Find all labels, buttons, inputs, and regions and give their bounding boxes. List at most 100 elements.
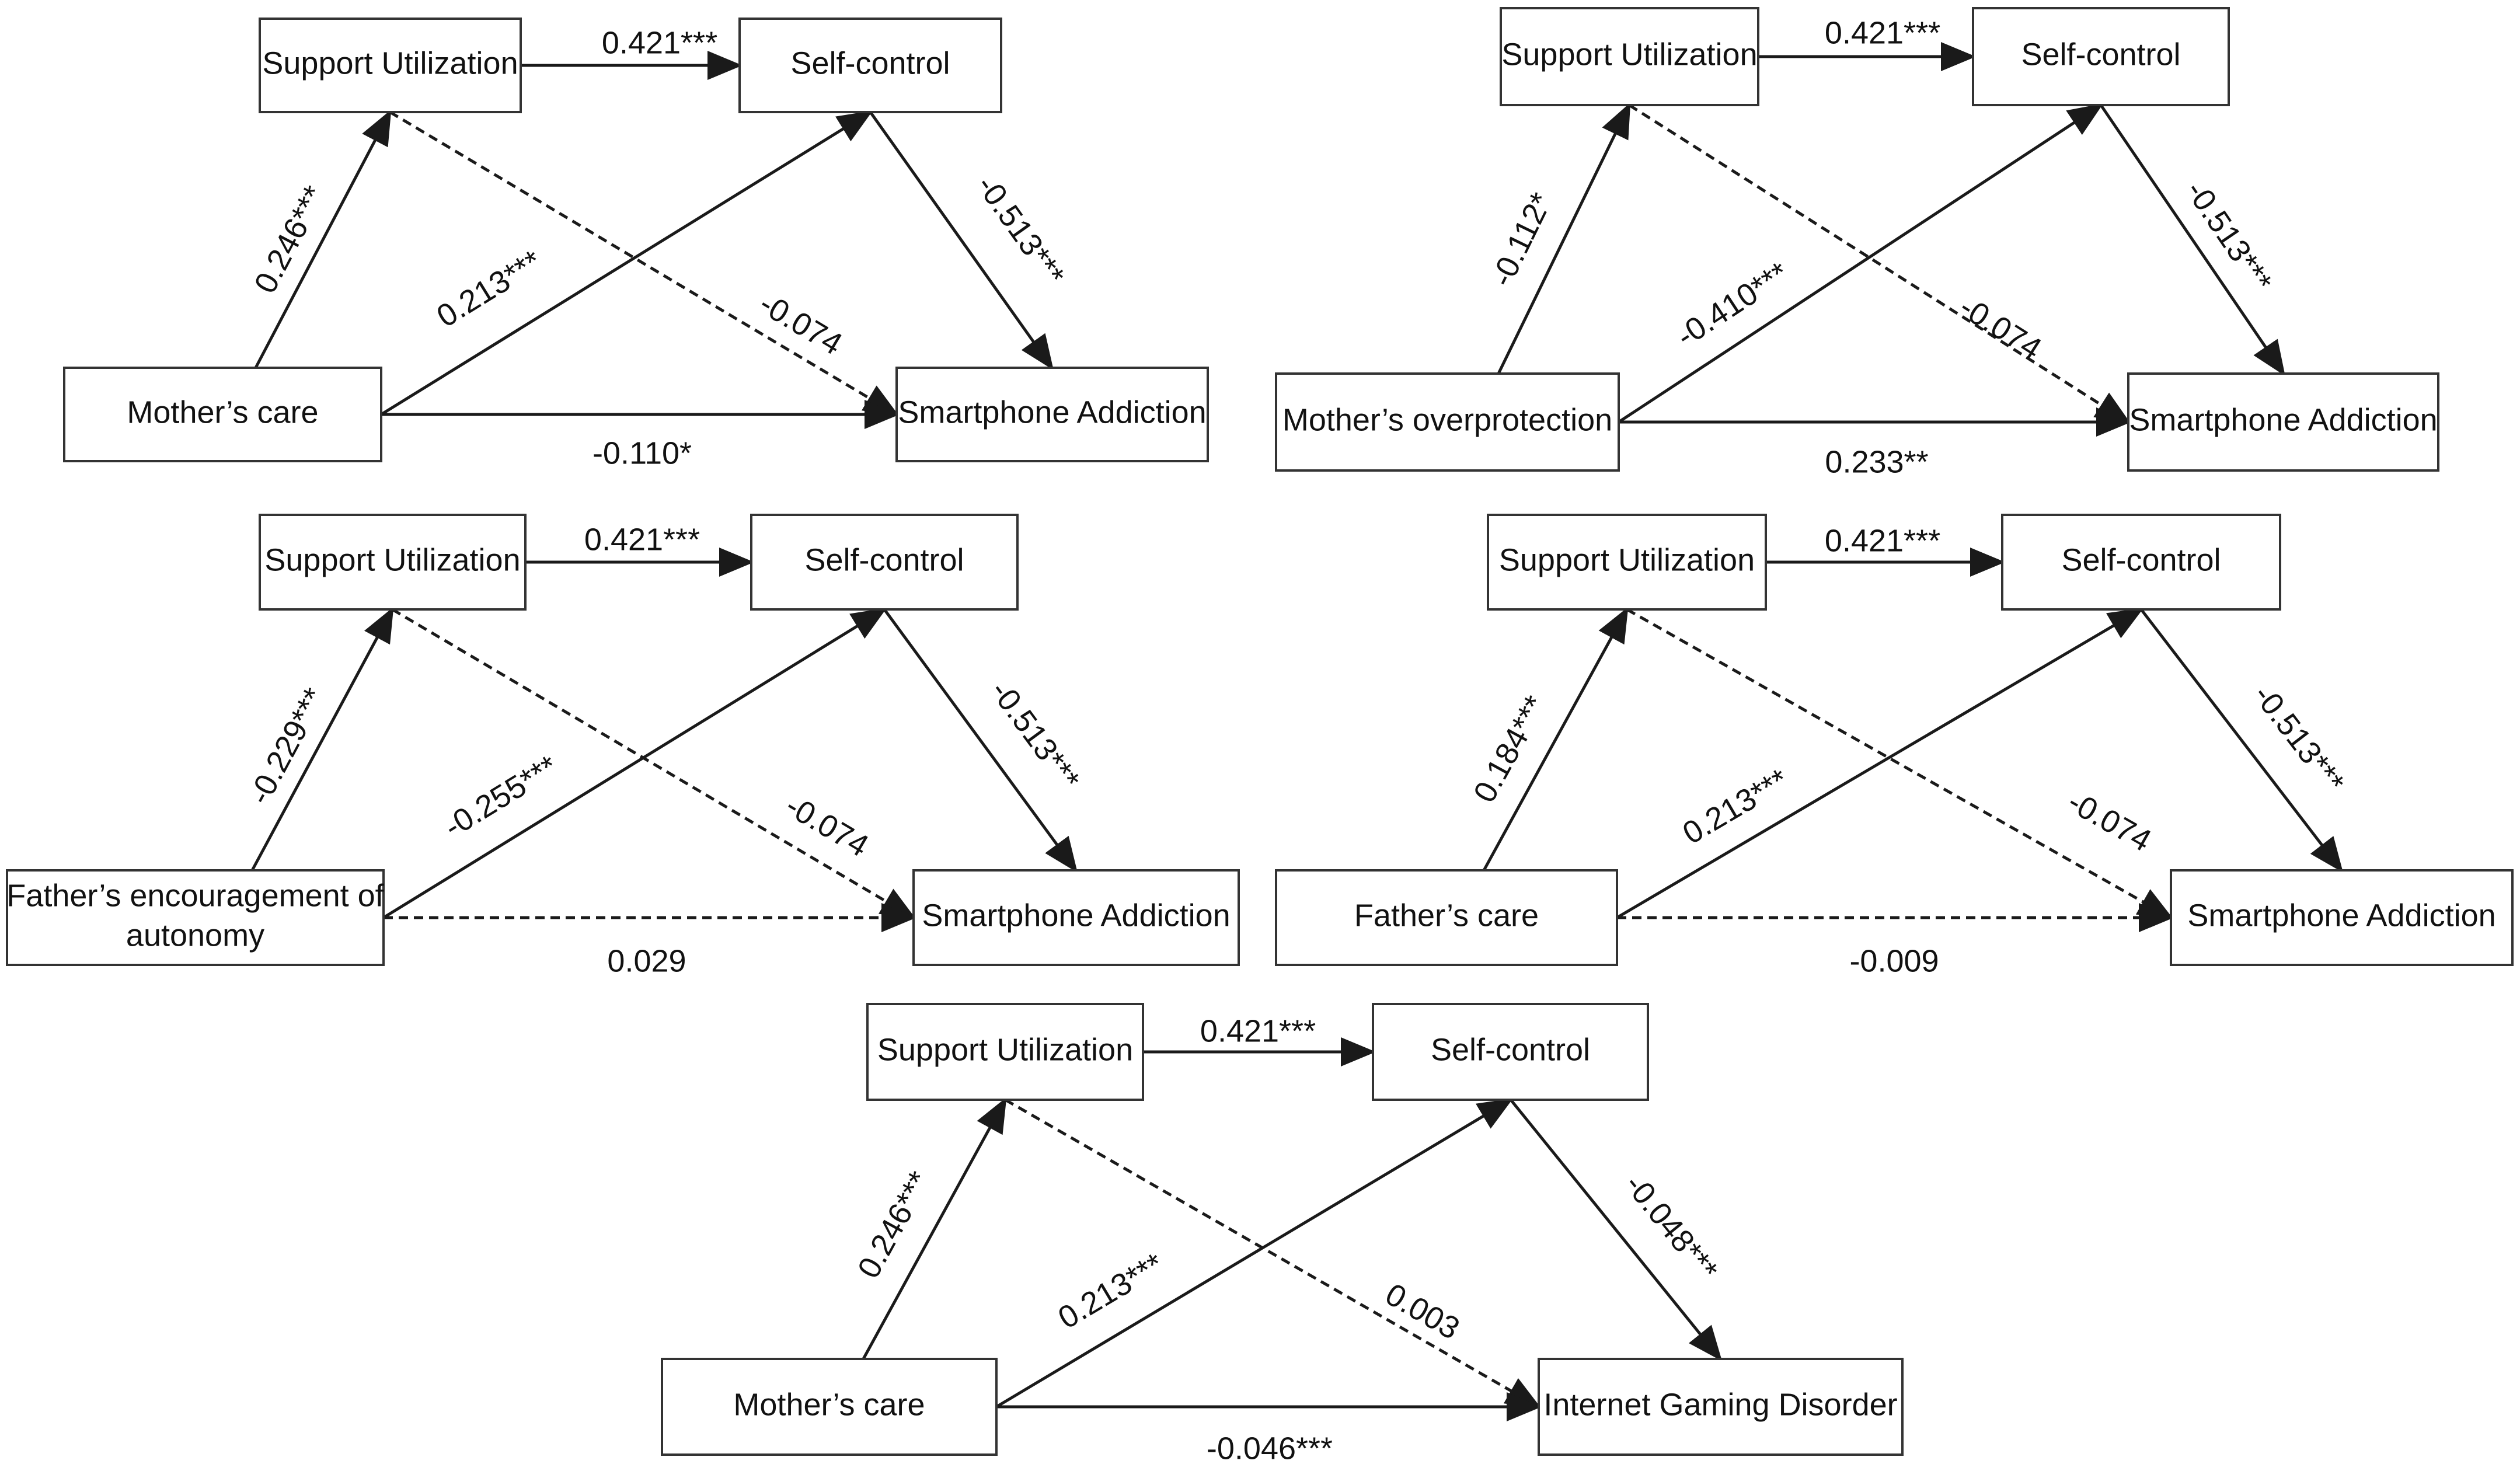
outcome-node: Internet Gaming Disorder bbox=[1538, 1358, 1904, 1456]
self-control-node: Self-control bbox=[738, 18, 1002, 113]
self-control-node-box bbox=[750, 514, 1019, 611]
outcome-node-box bbox=[2170, 869, 2514, 966]
path-arrow-sc-to-out bbox=[1510, 1099, 1723, 1361]
mediation-panel-3: 0.421***-0.229***-0.255***-0.074-0.513**… bbox=[6, 514, 1240, 978]
path-arrow-su-to-out bbox=[389, 110, 900, 416]
path-coefficient-pred-to-out: 0.029 bbox=[607, 943, 686, 978]
mediation-panel-2: 0.421*** -0.112* -0.410*** -0.074 -0.513*** 0… bbox=[1275, 7, 2439, 479]
support-utilization-node: Support Utilization bbox=[1487, 514, 1767, 611]
path-coefficient-pred-to-sc: 0.213*** bbox=[431, 243, 548, 334]
path-arrow-pred-to-su bbox=[250, 606, 394, 872]
path-arrow-su-to-out bbox=[391, 608, 916, 919]
predictor-node-box bbox=[6, 869, 385, 966]
path-arrow-su-to-out bbox=[1626, 608, 2174, 919]
path-coefficient-sc-to-out: -0.513*** bbox=[2246, 678, 2351, 800]
support-utilization-node-box bbox=[1500, 7, 1759, 106]
support-utilization-node-label: Support Utilization bbox=[1501, 37, 1757, 72]
path-coefficient-pred-to-su: 0.184*** bbox=[1467, 690, 1553, 808]
outcome-node-box bbox=[912, 869, 1240, 966]
outcome-node-label: Internet Gaming Disorder bbox=[1543, 1387, 1897, 1422]
path-arrow-pred-to-su bbox=[254, 109, 392, 369]
support-utilization-node: Support Utilization bbox=[259, 514, 527, 611]
support-utilization-node-box bbox=[866, 1003, 1144, 1101]
path-coefficient-su-to-sc: 0.421*** bbox=[602, 25, 717, 60]
path-arrow-sc-to-out bbox=[2140, 608, 2344, 873]
support-utilization-node: Support Utilization bbox=[259, 18, 522, 113]
predictor-node-label: Mother’s overprotection bbox=[1282, 402, 1612, 437]
predictor-node-label: Mother’s care bbox=[127, 395, 318, 430]
outcome-node-label: Smartphone Addiction bbox=[2129, 402, 2437, 437]
support-utilization-node: Support Utilization bbox=[866, 1003, 1144, 1101]
mediation-panel-5: 0.421***0.246***0.213***0.003-0.048***-0… bbox=[661, 1003, 1904, 1466]
self-control-node: Self-control bbox=[1372, 1003, 1649, 1101]
predictor-node: Mother’s care bbox=[661, 1358, 998, 1456]
path-arrow-sc-to-out bbox=[883, 608, 1078, 873]
predictor-node-label: Father’s care bbox=[1354, 898, 1539, 933]
path-arrow-pred-to-su bbox=[862, 1097, 1007, 1360]
predictor-node-box bbox=[661, 1358, 998, 1456]
outcome-node: Smartphone Addiction bbox=[895, 367, 1209, 462]
predictor-node-box bbox=[1275, 869, 1618, 966]
self-control-node-label: Self-control bbox=[804, 542, 964, 577]
path-arrow-pred-to-su bbox=[1482, 606, 1629, 872]
path-coefficient-pred-to-out: -0.046*** bbox=[1207, 1431, 1333, 1466]
self-control-node-box bbox=[1972, 7, 2230, 106]
outcome-node-box bbox=[895, 367, 1209, 462]
self-control-node-label: Self-control bbox=[2061, 542, 2221, 577]
self-control-node: Self-control bbox=[750, 514, 1019, 611]
outcome-node-label: Smartphone Addiction bbox=[898, 395, 1206, 430]
mediation-panel-4: 0.421*** 0.184*** 0.213*** -0.074 -0.513*** -… bbox=[1275, 514, 2514, 978]
predictor-node-label: Father’s encouragement of bbox=[6, 878, 384, 913]
mediation-panel-1: 0.421***0.246***0.213***-0.074-0.513***-… bbox=[63, 18, 1209, 470]
path-coefficient-su-to-out: -0.074 bbox=[2062, 784, 2157, 859]
path-coefficient-su-to-out: -0.074 bbox=[1953, 289, 2047, 367]
predictor-node-label: Mother’s care bbox=[733, 1387, 925, 1422]
path-coefficient-su-to-sc: 0.421*** bbox=[1825, 15, 1940, 50]
path-arrow-su-to-out bbox=[1004, 1098, 1542, 1409]
outcome-node-label: Smartphone Addiction bbox=[922, 898, 1230, 933]
path-coefficient-pred-to-out: -0.009 bbox=[1849, 943, 1939, 978]
path-coefficient-sc-to-out: -0.048*** bbox=[1618, 1167, 1725, 1288]
outcome-node: Smartphone Addiction bbox=[2170, 869, 2514, 966]
outcome-node-box bbox=[1538, 1358, 1904, 1456]
path-coefficient-pred-to-sc: 0.213*** bbox=[1676, 762, 1794, 851]
predictor-node-box bbox=[63, 367, 382, 462]
outcome-node-label: Smartphone Addiction bbox=[2187, 898, 2495, 933]
self-control-node-label: Self-control bbox=[790, 46, 950, 81]
path-coefficient-sc-to-out: -0.513*** bbox=[2179, 175, 2279, 299]
self-control-node: Self-control bbox=[2001, 514, 2281, 611]
path-arrow-pred-to-sc bbox=[995, 1098, 1514, 1409]
path-arrow-pred-to-sc bbox=[382, 608, 887, 919]
path-coefficient-su-to-sc: 0.421*** bbox=[584, 522, 700, 557]
predictor-node: Mother’s care bbox=[63, 367, 382, 462]
predictor-node: Father’s care bbox=[1275, 869, 1618, 966]
path-coefficient-pred-to-out: -0.110* bbox=[592, 435, 692, 470]
path-coefficient-pred-to-su: 0.246*** bbox=[248, 180, 332, 299]
support-utilization-node-box bbox=[1487, 514, 1767, 611]
self-control-node-box bbox=[2001, 514, 2281, 611]
support-utilization-node-label: Support Utilization bbox=[264, 542, 520, 577]
support-utilization-node-box bbox=[259, 514, 527, 611]
path-arrow-pred-to-su bbox=[1497, 102, 1631, 375]
path-arrow-sc-to-out bbox=[2099, 104, 2285, 377]
self-control-node-box bbox=[1372, 1003, 1649, 1101]
path-coefficient-pred-to-su: -0.112* bbox=[1484, 187, 1559, 292]
path-coefficient-su-to-out: -0.074 bbox=[780, 788, 874, 864]
self-control-node-box bbox=[738, 18, 1002, 113]
path-coefficient-su-to-out: 0.003 bbox=[1379, 1277, 1465, 1346]
path-arrow-pred-to-sc bbox=[380, 110, 873, 416]
support-utilization-node-box bbox=[259, 18, 522, 113]
path-coefficient-pred-to-su: 0.246*** bbox=[851, 1166, 937, 1284]
path-coefficient-pred-to-sc: -0.410*** bbox=[1670, 255, 1795, 354]
path-arrow-pred-to-sc bbox=[1616, 608, 2144, 919]
path-coefficient-sc-to-out: -0.513*** bbox=[984, 674, 1086, 797]
path-coefficient-su-to-sc: 0.421*** bbox=[1200, 1013, 1316, 1048]
outcome-node-box bbox=[2127, 372, 2439, 472]
path-coefficient-pred-to-sc: -0.255*** bbox=[438, 749, 564, 845]
predictor-node: Mother’s overprotection bbox=[1275, 372, 1620, 472]
path-coefficient-pred-to-out: 0.233** bbox=[1825, 444, 1928, 479]
self-control-node: Self-control bbox=[1972, 7, 2230, 106]
path-coefficient-su-to-sc: 0.421*** bbox=[1825, 523, 1940, 558]
